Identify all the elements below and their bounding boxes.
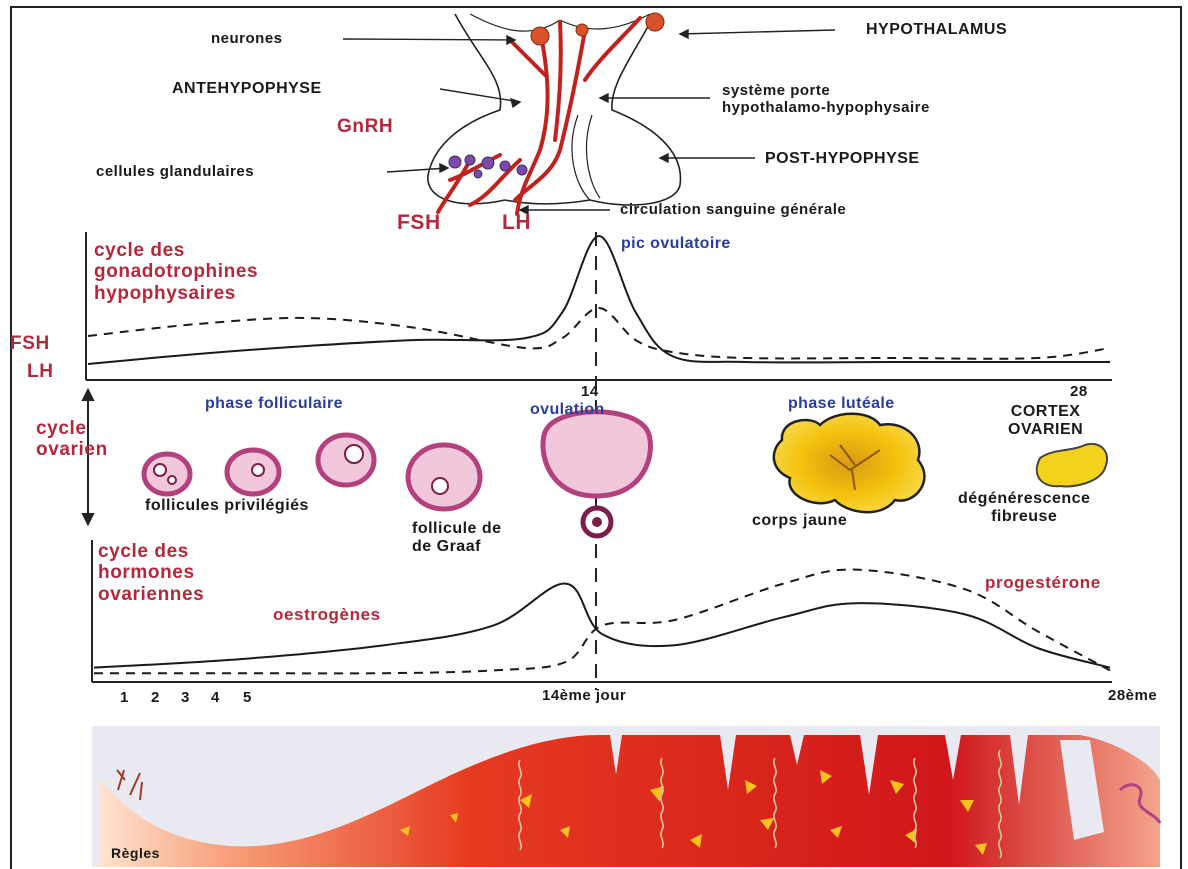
hormone-plot: [94, 570, 1110, 674]
label-ovulation: ovulation: [530, 402, 605, 418]
label-gnrh: GnRH: [337, 117, 393, 136]
label-oestrogenes: oestrogènes: [273, 606, 381, 623]
day-tick-2: 2: [151, 690, 160, 705]
series-line-oestrog-nes: [94, 584, 1110, 668]
day-14-label: 14ème jour: [542, 688, 626, 703]
label-cellules-glandulaires: cellules glandulaires: [96, 164, 254, 179]
posterior-lobe-outline: [590, 14, 680, 205]
corpus-luteum: [774, 414, 925, 512]
label-fsh-secretion: FSH: [397, 212, 441, 233]
label-antehypophyse: ANTEHYPOPHYSE: [172, 81, 322, 97]
day-28-label: 28ème: [1108, 688, 1157, 703]
label-lh-secretion: LH: [502, 212, 531, 233]
day-tick-4: 4: [211, 690, 220, 705]
pituitary-illustration: [428, 14, 681, 205]
label-progesterone: progestérone: [985, 574, 1101, 591]
label-lh-axis: LH: [27, 362, 54, 381]
ovulated-oocyte: [583, 508, 611, 536]
tick-14: 14: [581, 384, 599, 399]
label-neurones: neurones: [211, 31, 283, 46]
leader-lines: [343, 30, 835, 214]
label-systeme-porte: système porte hypothalamo-hypophysaire: [722, 83, 930, 117]
anterior-lobe-outline: [428, 14, 505, 204]
follicle-sequence: [144, 412, 650, 509]
day-tick-1: 1: [120, 690, 129, 705]
label-fsh-axis: FSH: [10, 334, 50, 353]
label-corps-jaune: corps jaune: [752, 513, 847, 529]
label-degenerescence: dégénérescence fibreuse: [958, 490, 1090, 526]
ovarian-cycle-title: cycle ovarien: [36, 418, 108, 461]
primary-follicle: [144, 454, 190, 494]
label-regles: Règles: [111, 846, 160, 860]
label-post-hypophyse: POST-HYPOPHYSE: [765, 151, 920, 167]
endometrium-illustration: [92, 726, 1160, 867]
graafian-follicle: [543, 412, 650, 496]
label-circulation: circulation sanguine générale: [620, 202, 846, 217]
label-phase-folliculaire: phase folliculaire: [205, 396, 343, 412]
label-hypothalamus: HYPOTHALAMUS: [866, 22, 1007, 38]
tick-28: 28: [1070, 384, 1088, 399]
hormone-chart-title: cycle des hormones ovariennes: [98, 541, 204, 605]
corpus-albicans: [1037, 444, 1107, 487]
label-cortex-ovarien: CORTEX OVARIEN: [1008, 403, 1083, 439]
day-tick-3: 3: [181, 690, 190, 705]
antral-follicle: [408, 445, 480, 509]
label-follicule-de-graaf: follicule de de Graaf: [412, 520, 502, 556]
hormone-axes: [92, 540, 1112, 682]
oocytes: [154, 445, 448, 494]
portal-vessels: [438, 18, 640, 214]
day-tick-5: 5: [243, 690, 252, 705]
label-pic-ovulatoire: pic ovulatoire: [621, 236, 731, 252]
label-phase-luteale: phase lutéale: [788, 396, 895, 412]
gonadotrophin-chart-title: cycle des gonadotrophines hypophysaires: [94, 240, 258, 304]
label-follicules-privilegies: follicules privilégiés: [145, 498, 309, 514]
